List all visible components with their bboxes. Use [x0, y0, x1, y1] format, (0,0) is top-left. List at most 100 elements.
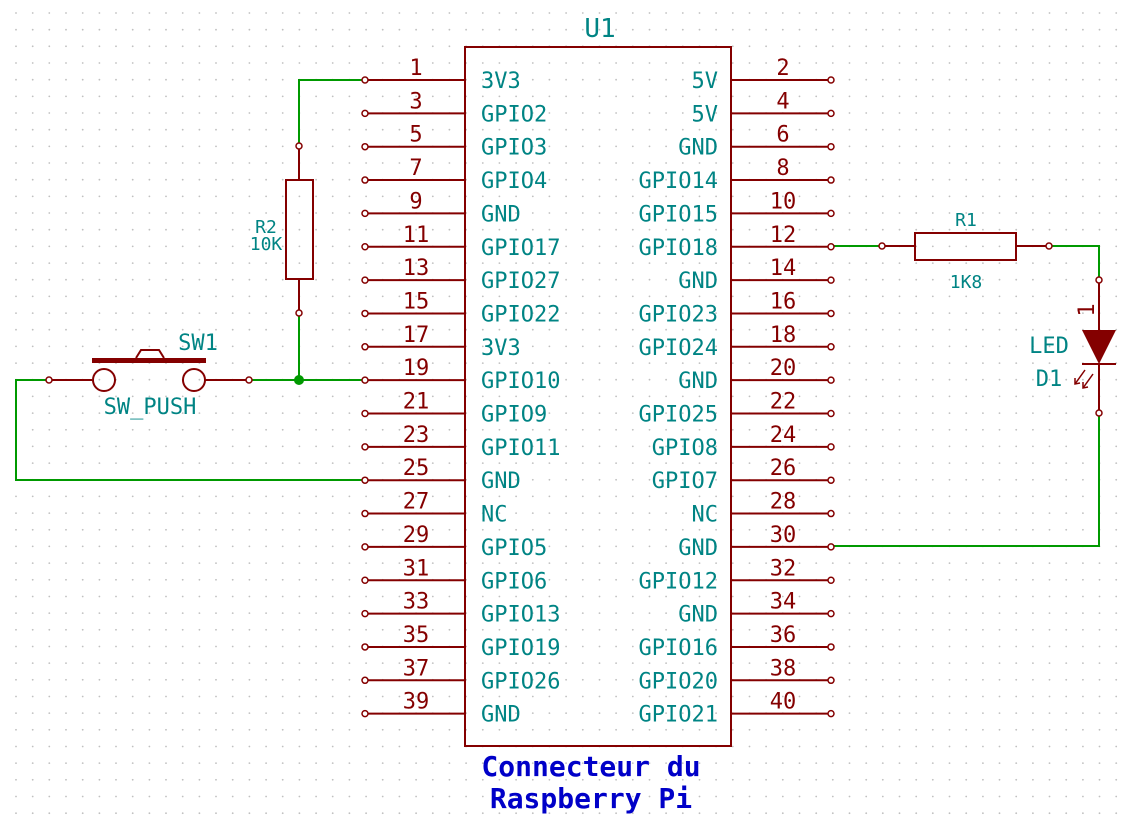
- grid-dot: [131, 745, 134, 748]
- grid-dot: [315, 312, 317, 314]
- grid-dot: [731, 228, 734, 231]
- grid-dot: [1115, 512, 1118, 514]
- grid-dot: [165, 412, 167, 414]
- grid-dot: [298, 245, 301, 248]
- grid-dot: [531, 712, 534, 714]
- grid-dot: [931, 62, 934, 64]
- grid-dot: [881, 578, 884, 581]
- grid-dot: [965, 712, 968, 714]
- grid-dot: [665, 145, 667, 148]
- grid-dot: [331, 778, 334, 781]
- grid-dot: [581, 28, 584, 31]
- grid-dot: [565, 378, 567, 381]
- grid-dot: [231, 295, 234, 298]
- grid-dot: [865, 162, 868, 164]
- pin-number: 15: [403, 289, 430, 314]
- grid-dot: [531, 662, 534, 664]
- grid-dot: [915, 728, 918, 731]
- grid-dot: [948, 28, 951, 31]
- grid-dot: [348, 512, 351, 514]
- grid-dot: [1032, 462, 1034, 464]
- grid-dot: [881, 412, 884, 414]
- grid-dot: [565, 278, 567, 281]
- grid-dot: [531, 762, 534, 764]
- pin-number: 25: [403, 456, 430, 481]
- grid-dot: [515, 762, 517, 764]
- grid-dot: [448, 595, 451, 598]
- grid-dot: [148, 512, 151, 514]
- grid-dot: [931, 78, 934, 81]
- pin-end: [361, 376, 369, 384]
- grid-dot: [531, 512, 534, 514]
- grid-dot: [515, 495, 517, 498]
- grid-dot: [248, 78, 251, 81]
- grid-dot: [598, 328, 601, 331]
- grid-dot: [498, 212, 501, 214]
- grid-dot: [265, 195, 267, 198]
- grid-dot: [765, 462, 767, 464]
- grid-dot: [131, 762, 134, 764]
- grid-dot: [398, 795, 401, 798]
- grid-dot: [448, 395, 451, 398]
- grid-dot: [1048, 628, 1051, 631]
- grid-dot: [1115, 645, 1118, 648]
- grid-dot: [531, 462, 534, 464]
- grid-dot: [615, 662, 617, 664]
- grid-dot: [381, 662, 384, 664]
- r1-ref: R1: [955, 210, 977, 231]
- grid-dot: [381, 328, 384, 331]
- grid-dot: [548, 578, 551, 581]
- grid-dot: [965, 778, 968, 781]
- grid-dot: [115, 612, 117, 614]
- grid-dot: [831, 778, 834, 781]
- grid-dot: [148, 728, 151, 731]
- grid-dot: [231, 578, 234, 581]
- grid-dot: [298, 678, 301, 681]
- grid-dot: [281, 345, 284, 348]
- grid-dot: [898, 645, 901, 648]
- grid-dot: [1032, 295, 1034, 298]
- grid-dot: [931, 612, 934, 614]
- grid-dot: [715, 95, 717, 98]
- grid-dot: [281, 228, 284, 231]
- grid-dot: [31, 262, 34, 264]
- grid-dot: [265, 212, 267, 214]
- grid-dot: [531, 412, 534, 414]
- grid-dot: [431, 728, 434, 731]
- grid-dot: [1115, 762, 1118, 764]
- grid-dot: [881, 12, 884, 14]
- grid-dot: [481, 378, 484, 381]
- grid-dot: [1032, 712, 1034, 714]
- grid-dot: [965, 228, 968, 231]
- grid-dot: [81, 95, 84, 98]
- grid-dot: [1032, 745, 1034, 748]
- grid-dot: [765, 428, 767, 431]
- grid-dot: [848, 795, 851, 798]
- pin-end: [827, 476, 835, 484]
- grid-dot: [215, 778, 217, 781]
- grid-dot: [982, 362, 984, 364]
- grid-dot: [331, 128, 334, 131]
- grid-dot: [181, 278, 184, 281]
- grid-dot: [231, 712, 234, 714]
- grid-dot: [15, 262, 17, 264]
- grid-dot: [1015, 512, 1018, 514]
- grid-dot: [48, 162, 51, 164]
- grid-dot: [715, 495, 717, 498]
- grid-dot: [98, 245, 101, 248]
- grid-dot: [48, 528, 51, 531]
- grid-dot: [615, 212, 617, 214]
- grid-dot: [515, 28, 517, 31]
- grid-dot: [65, 128, 67, 131]
- grid-dot: [315, 695, 317, 698]
- grid-dot: [498, 678, 501, 681]
- grid-dot: [681, 478, 684, 481]
- grid-dot: [131, 162, 134, 164]
- grid-dot: [648, 228, 651, 231]
- grid-dot: [998, 528, 1001, 531]
- grid-dot: [165, 278, 167, 281]
- grid-dot: [898, 112, 901, 114]
- grid-dot: [81, 745, 84, 748]
- grid-dot: [865, 128, 868, 131]
- grid-dot: [481, 195, 484, 198]
